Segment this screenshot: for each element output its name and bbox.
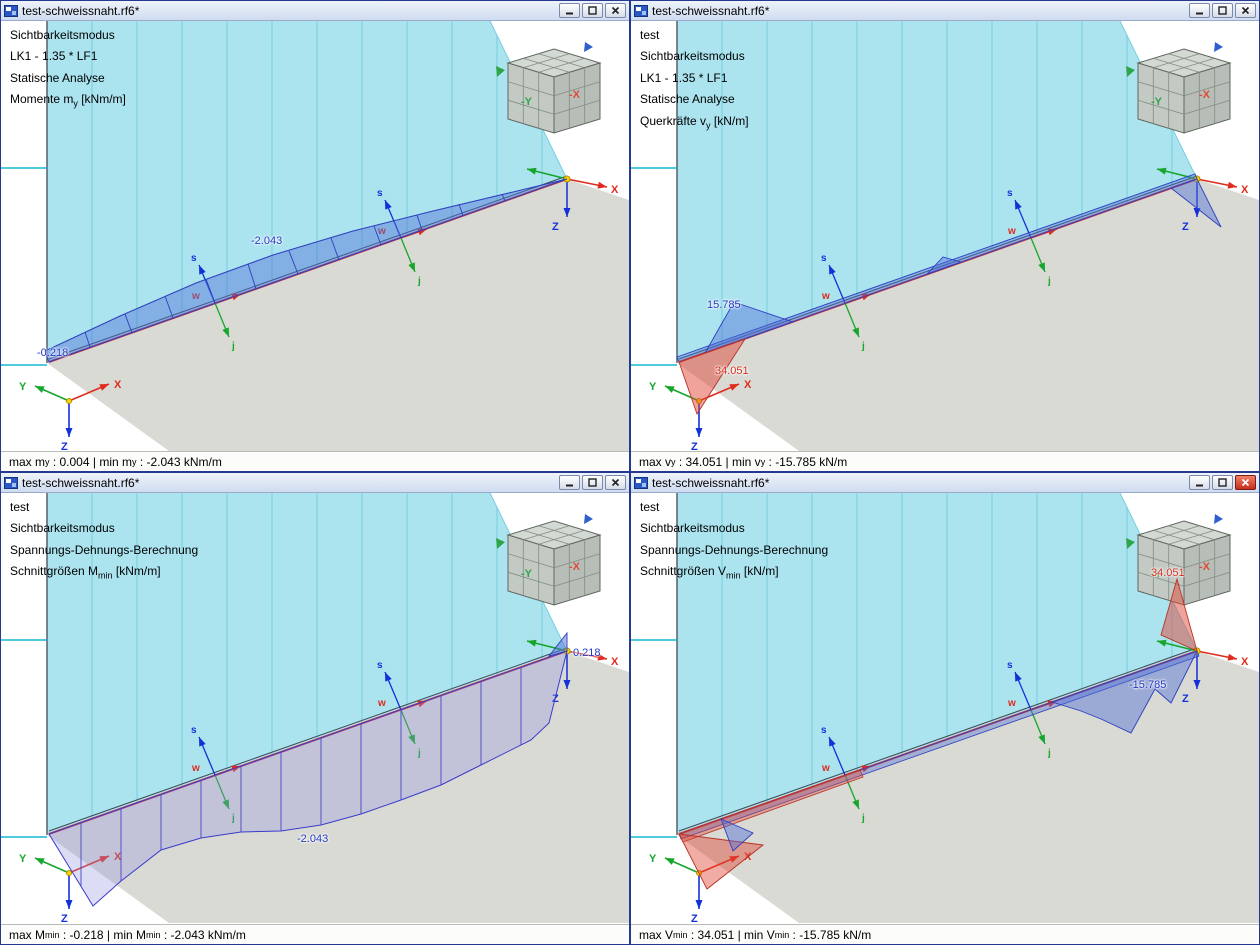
window-title: test-schweissnaht.rf6* <box>652 475 770 490</box>
value-label-max: 34.051 <box>1151 567 1185 579</box>
window-schnittgroessen-vmin: test-schweissnaht.rf6* test <box>630 472 1260 945</box>
info-line: Sichtbarkeitsmodus <box>640 48 749 69</box>
viewport-3d[interactable]: test Sichtbarkeitsmodus Spannungs-Dehnun… <box>1 493 629 944</box>
value-label-min: 15.785 <box>707 299 741 311</box>
window-controls <box>559 475 626 490</box>
maximize-button[interactable] <box>582 3 603 18</box>
viewport-3d[interactable]: Sichtbarkeitsmodus LK1 - 1.35 * LF1 Stat… <box>1 21 629 471</box>
scene-svg[interactable] <box>631 21 1259 451</box>
minimize-button[interactable] <box>1189 3 1210 18</box>
close-button[interactable] <box>605 3 626 18</box>
rfem-file-icon <box>634 4 648 18</box>
info-text: Spannungs-Dehnungs-Berechnung <box>10 542 199 557</box>
titlebar[interactable]: test-schweissnaht.rf6* <box>631 1 1259 21</box>
info-line: Querkräfte vy [kN/m] <box>640 113 749 130</box>
minimize-button[interactable] <box>559 3 580 18</box>
info-text: Querkräfte v <box>640 113 707 128</box>
info-line: test <box>640 499 828 520</box>
value-label-min: -15.785 <box>1129 679 1167 691</box>
info-line: test <box>640 27 749 48</box>
window-controls <box>1189 475 1256 490</box>
minimize-button[interactable] <box>1189 475 1210 490</box>
status-text: max M <box>9 927 45 942</box>
value-label-max: 34.051 <box>715 365 749 377</box>
info-line: Sichtbarkeitsmodus <box>640 520 828 541</box>
info-line: Statische Analyse <box>10 70 126 91</box>
info-text: test <box>640 500 660 514</box>
maximize-button[interactable] <box>1212 475 1233 490</box>
maximize-button[interactable] <box>1212 3 1233 18</box>
titlebar[interactable]: test-schweissnaht.rf6* <box>1 1 629 21</box>
mmin-diagram <box>48 631 568 907</box>
info-line: Sichtbarkeitsmodus <box>10 27 126 48</box>
result-info: Sichtbarkeitsmodus LK1 - 1.35 * LF1 Stat… <box>10 27 126 113</box>
value-label-max: 0.218 <box>573 647 601 659</box>
scene-svg[interactable] <box>1 21 629 451</box>
viewport-3d[interactable]: test Sichtbarkeitsmodus Spannungs-Dehnun… <box>631 493 1259 944</box>
info-text: LK1 - 1.35 * LF1 <box>10 49 98 64</box>
value-label-start: -0.218 <box>37 347 69 359</box>
titlebar[interactable]: test-schweissnaht.rf6* <box>631 473 1259 493</box>
result-info: test Sichtbarkeitsmodus Spannungs-Dehnun… <box>640 499 828 585</box>
status-text: max v <box>639 454 672 469</box>
rfem-file-icon <box>4 4 18 18</box>
window-title: test-schweissnaht.rf6* <box>22 3 140 18</box>
window-schnittgroessen-mmin: test-schweissnaht.rf6* test Sichtbarkeit… <box>0 472 630 945</box>
info-line: Spannungs-Dehnungs-Berechnung <box>640 542 828 563</box>
result-info: test Sichtbarkeitsmodus Spannungs-Dehnun… <box>10 499 198 585</box>
titlebar[interactable]: test-schweissnaht.rf6* <box>1 473 629 493</box>
window-title: test-schweissnaht.rf6* <box>652 3 770 18</box>
info-text: Schnittgrößen M <box>10 564 99 579</box>
status-text: max V <box>639 927 674 942</box>
info-line: test <box>10 499 198 520</box>
viewport-3d[interactable]: test Sichtbarkeitsmodus LK1 - 1.35 * LF1… <box>631 21 1259 471</box>
info-text: Statische Analyse <box>10 70 105 85</box>
info-text: Momente m <box>10 92 74 107</box>
info-line: Schnittgrößen Vmin [kN/m] <box>640 564 779 581</box>
window-querkraefte-vy: test-schweissnaht.rf6* test Si <box>630 0 1260 472</box>
result-info: test Sichtbarkeitsmodus LK1 - 1.35 * LF1… <box>640 27 749 134</box>
window-controls <box>559 3 626 18</box>
info-text: Sichtbarkeitsmodus <box>10 521 115 536</box>
info-line: Sichtbarkeitsmodus <box>10 520 198 541</box>
info-line: Schnittgrößen Mmin [kNm/m] <box>10 564 161 581</box>
info-text: test <box>10 500 30 514</box>
minimize-button[interactable] <box>559 475 580 490</box>
info-text: Spannungs-Dehnungs-Berechnung <box>640 542 829 557</box>
window-controls <box>1189 3 1256 18</box>
rfem-file-icon <box>4 476 18 490</box>
info-text: LK1 - 1.35 * LF1 <box>640 70 728 85</box>
window-title: test-schweissnaht.rf6* <box>22 475 140 490</box>
vmin-diagram <box>678 577 1200 890</box>
shear-vy-diagram <box>676 173 1222 416</box>
moment-my-diagram <box>44 178 568 363</box>
window-momente-my: test-schweissnaht.rf6* Sichtbarkeitsmodu… <box>0 0 630 472</box>
info-text: Sichtbarkeitsmodus <box>10 28 115 42</box>
info-line: Statische Analyse <box>640 91 749 112</box>
info-text: Statische Analyse <box>640 92 735 107</box>
info-line: Spannungs-Dehnungs-Berechnung <box>10 542 198 563</box>
value-label-min: -2.043 <box>251 235 283 247</box>
info-text: Sichtbarkeitsmodus <box>640 521 745 536</box>
status-text: max m <box>9 454 45 469</box>
info-line: Momente my [kNm/m] <box>10 92 126 109</box>
info-text: Sichtbarkeitsmodus <box>640 49 745 64</box>
info-text: Schnittgrößen V <box>640 564 727 579</box>
close-button[interactable] <box>1235 3 1256 18</box>
info-line: LK1 - 1.35 * LF1 <box>640 70 749 91</box>
scene-svg[interactable] <box>1 493 629 923</box>
scene-svg[interactable] <box>631 493 1259 923</box>
rfem-file-icon <box>634 476 648 490</box>
maximize-button[interactable] <box>582 475 603 490</box>
value-label-min: -2.043 <box>297 833 329 845</box>
close-button[interactable] <box>605 475 626 490</box>
info-line: LK1 - 1.35 * LF1 <box>10 48 126 69</box>
info-text: test <box>640 28 660 42</box>
close-button[interactable] <box>1235 475 1256 490</box>
